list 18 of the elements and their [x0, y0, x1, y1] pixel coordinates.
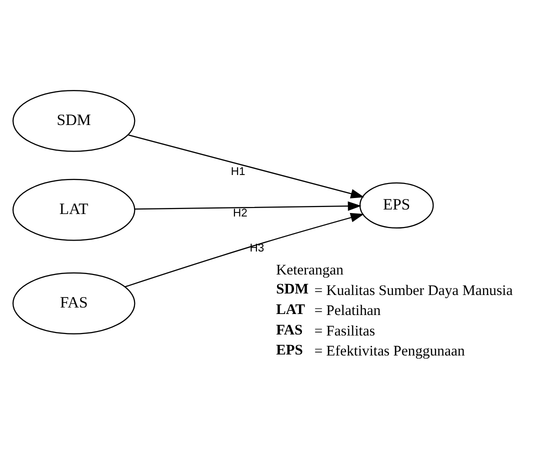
label: Keterangan: [276, 262, 344, 279]
node-ellipse: EPS: [359, 182, 434, 228]
arrow: [134, 201, 362, 211]
label: EPS: [276, 342, 303, 359]
label: SDM: [276, 282, 309, 298]
label: = Fasilitas: [314, 323, 376, 340]
label: LAT: [276, 302, 306, 318]
edge-label: H1: [230, 166, 246, 178]
label: = Efektivitas Penggunaan: [314, 344, 465, 360]
arrow: [124, 213, 364, 288]
label: = Kualitas Sumber Daya Manusia: [314, 282, 513, 299]
label: = Pelatihan: [314, 303, 381, 320]
node-ellipse: SDM: [12, 90, 136, 152]
node-ellipse: FAS: [12, 272, 136, 334]
edge-label: H2: [233, 208, 248, 220]
label: FAS: [276, 322, 303, 338]
arrow: [128, 134, 364, 198]
node-ellipse: LAT: [12, 178, 136, 241]
